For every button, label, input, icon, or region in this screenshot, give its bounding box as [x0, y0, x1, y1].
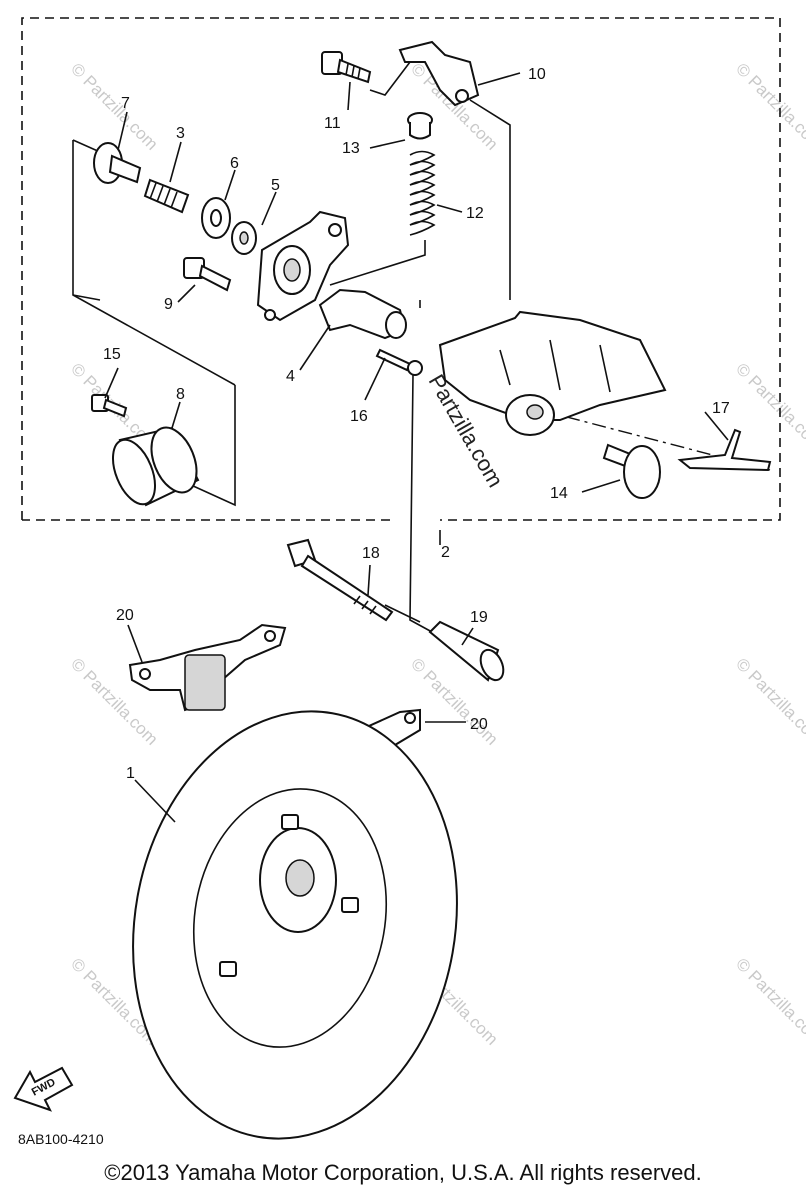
- callout-20-right: 20: [470, 716, 488, 733]
- fwd-arrow-icon: FWD: [13, 1066, 74, 1112]
- callout-9: 9: [164, 296, 173, 313]
- callout-12: 12: [466, 205, 484, 222]
- callout-2: 2: [441, 544, 450, 561]
- callout-17: 17: [712, 400, 730, 417]
- callout-18: 18: [362, 545, 380, 562]
- part-4-shaft: [318, 288, 407, 340]
- part-10-bracket: [398, 40, 480, 107]
- callout-3: 3: [176, 125, 185, 142]
- part-15-bolt: [91, 394, 128, 418]
- part-7-knob: [93, 142, 142, 184]
- watermark: © Partzilla.com: [67, 59, 161, 153]
- callout-8: 8: [176, 386, 185, 403]
- part-20-pad-left: [128, 623, 287, 712]
- watermark: © Partzilla.com: [732, 59, 806, 153]
- part-11-bolt: [321, 51, 372, 84]
- callout-11: 11: [324, 115, 341, 132]
- assembly-boundary: [21, 17, 781, 521]
- callout-20-left: 20: [116, 607, 134, 624]
- callout-6: 6: [230, 155, 239, 172]
- callout-13: 13: [342, 140, 360, 157]
- callout-4: 4: [286, 368, 295, 385]
- part-18-bolt: [286, 538, 394, 622]
- leader-lines: [104, 72, 729, 823]
- part-9-bolt: [183, 257, 232, 292]
- copyright-notice: ©2013 Yamaha Motor Corporation, U.S.A. A…: [104, 1160, 702, 1185]
- part-17-clip: [677, 428, 772, 472]
- part-6-washer: [201, 197, 231, 239]
- callout-15: 15: [103, 346, 121, 363]
- part-13-cap: [407, 112, 433, 140]
- part-12-spring: [409, 150, 436, 236]
- caliper-body: [438, 310, 667, 436]
- guide-lines: [72, 61, 771, 633]
- watermark: © Partzilla.com: [732, 359, 806, 453]
- callout-10: 10: [528, 66, 546, 83]
- part-16-pin: [375, 348, 423, 376]
- cam-plate: [256, 210, 350, 322]
- callout-1: 1: [126, 765, 135, 782]
- callout-14: 14: [550, 485, 568, 502]
- part-5-washer: [231, 221, 257, 255]
- callout-16: 16: [350, 408, 368, 425]
- callout-19: 19: [470, 609, 488, 626]
- part-3-spring: [143, 178, 190, 214]
- watermark: © Partzilla.com: [732, 654, 806, 748]
- part-8-cylinder: [112, 426, 200, 507]
- part-19-bushing: [428, 620, 505, 682]
- part-14-pin: [602, 443, 661, 499]
- callout-5: 5: [271, 177, 280, 194]
- part-1-disc: [132, 710, 458, 1140]
- watermark: © Partzilla.com: [732, 954, 806, 1048]
- callouts: 1 2 3 4 5 6 7 8 9 10 11 12 13 14 15 16 1…: [103, 66, 730, 782]
- callout-7: 7: [121, 95, 130, 112]
- diagram-code: 8AB100-4210: [18, 1131, 104, 1147]
